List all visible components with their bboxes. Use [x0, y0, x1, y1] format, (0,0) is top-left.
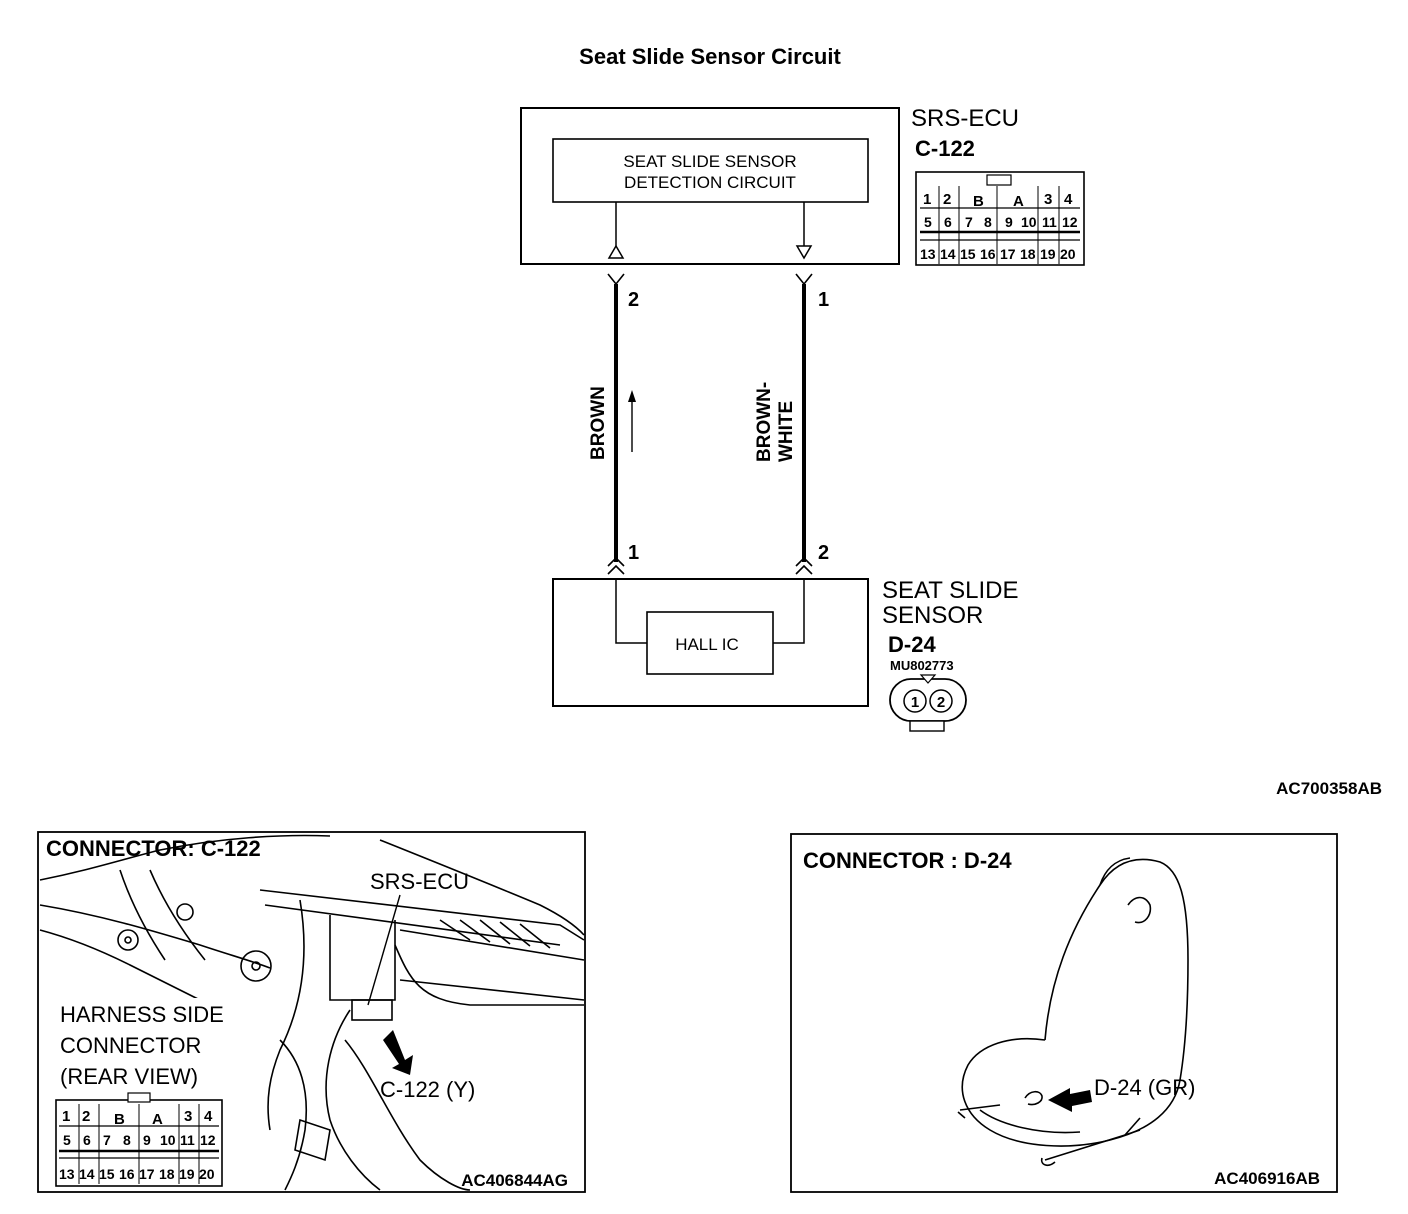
harness-pin-1: 1 [62, 1108, 70, 1125]
sensor-connector-id: D-24 [888, 632, 936, 657]
harness-pin-4: 4 [204, 1108, 213, 1125]
harness-pin-9: 9 [143, 1132, 151, 1148]
ecu-outline [520, 107, 900, 265]
pin-a: A [1013, 193, 1024, 210]
harness-pin-2: 2 [82, 1108, 90, 1125]
d24-pin-1: 1 [911, 694, 919, 711]
harness-pin-16: 16 [119, 1166, 135, 1182]
harness-pin-8: 8 [123, 1132, 131, 1148]
connector-arrow-icon [383, 1030, 413, 1075]
pin-20: 20 [1060, 246, 1076, 262]
panel-left-ecu-label: SRS-ECU [370, 869, 469, 894]
harness-pin-18: 18 [159, 1166, 175, 1182]
panel-right-connector-label: D-24 (GR) [1094, 1075, 1195, 1100]
right-bottom-pin-number: 2 [818, 542, 829, 564]
sensor-part-number: MU802773 [890, 658, 954, 673]
harness-label-line2: CONNECTOR [60, 1033, 201, 1058]
pin-2: 2 [943, 191, 951, 208]
harness-pin-5: 5 [63, 1132, 71, 1148]
harness-pin-12: 12 [200, 1132, 216, 1148]
ecu-leader-line [367, 894, 401, 1006]
pin-7: 7 [965, 214, 973, 230]
seat-illustration [957, 857, 1189, 1167]
panel-right-code: AC406916AB [1214, 1169, 1320, 1188]
harness-pin-10: 10 [160, 1132, 176, 1148]
harness-label-line1: HARNESS SIDE [60, 1002, 224, 1027]
right-top-pin-number: 1 [818, 289, 829, 311]
panel-left-connector-label: C-122 (Y) [380, 1077, 475, 1102]
srs-ecu-block: SEAT SLIDE SENSOR DETECTION CIRCUIT SRS-… [520, 105, 1019, 265]
pin-11: 11 [1042, 214, 1057, 230]
current-direction-arrow-icon [628, 390, 636, 402]
harness-pin-17: 17 [139, 1166, 155, 1182]
seat-slide-sensor-block: HALL IC SEAT SLIDE SENSOR D-24 MU802773 [552, 577, 1019, 707]
left-wire-color: BROWN [588, 386, 609, 460]
left-bottom-pin-number: 1 [628, 542, 639, 564]
pin-8: 8 [984, 214, 992, 230]
wire-right: 1 2 BROWN- WHITE [754, 273, 829, 575]
harness-pin-b: B [114, 1111, 125, 1128]
harness-pin-6: 6 [83, 1132, 91, 1148]
panel-left-title: CONNECTOR: C-122 [46, 836, 261, 861]
harness-pin-15: 15 [99, 1166, 115, 1182]
diagram-title: Seat Slide Sensor Circuit [579, 44, 841, 69]
pin-18: 18 [1020, 246, 1036, 262]
panel-c122-location: CONNECTOR: C-122 SRS-ECU HARNESS SIDE CO… [37, 831, 586, 1193]
harness-pin-13: 13 [59, 1166, 75, 1182]
harness-pin-a: A [152, 1111, 163, 1128]
pin-4: 4 [1064, 191, 1073, 208]
detection-circuit-line2: DETECTION CIRCUIT [624, 173, 796, 192]
sensor-outline [552, 578, 869, 707]
figure-code-main: AC700358AB [1276, 779, 1382, 798]
input-triangle-icon [607, 244, 625, 259]
panel-right-title: CONNECTOR : D-24 [803, 848, 1012, 873]
c122-connector-face: 1 2 B A 3 4 5 6 7 8 9 10 11 12 13 14 15 … [915, 171, 1085, 266]
pin-1: 1 [923, 191, 931, 208]
sensor-name-line1: SEAT SLIDE [882, 577, 1019, 604]
harness-pin-11: 11 [180, 1132, 195, 1148]
right-wire-color-line1: BROWN- [754, 382, 775, 462]
harness-pin-14: 14 [79, 1166, 95, 1182]
harness-pin-19: 19 [179, 1166, 195, 1182]
pin-19: 19 [1040, 246, 1056, 262]
harness-label-line3: (REAR VIEW) [60, 1064, 198, 1089]
ecu-name: SRS-ECU [911, 105, 1019, 132]
harness-pin-3: 3 [184, 1108, 192, 1125]
d24-connector-face: 1 2 [889, 674, 967, 732]
panel-left-code: AC406844AG [461, 1171, 568, 1190]
pin-14: 14 [940, 246, 956, 262]
pin-6: 6 [944, 214, 952, 230]
panel-d24-location: CONNECTOR : D-24 D-24 (GR) AC406916AB [790, 833, 1338, 1193]
pin-3: 3 [1044, 191, 1052, 208]
harness-pin-7: 7 [103, 1132, 111, 1148]
hall-ic-label: HALL IC [675, 635, 739, 654]
harness-pin-20: 20 [199, 1166, 215, 1182]
pin-15: 15 [960, 246, 976, 262]
pin-5: 5 [924, 214, 932, 230]
left-top-pin-number: 2 [628, 289, 639, 311]
pin-13: 13 [920, 246, 936, 262]
harness-side-connector-face: 1 2 B A 3 4 5 6 7 8 9 10 11 12 13 14 15 [55, 1092, 223, 1187]
sensor-name-line2: SENSOR [882, 602, 983, 629]
output-triangle-icon [795, 245, 813, 260]
detection-circuit-line1: SEAT SLIDE SENSOR [623, 152, 796, 171]
pin-17: 17 [1000, 246, 1016, 262]
d24-pin-2: 2 [937, 694, 945, 711]
pin-10: 10 [1021, 214, 1037, 230]
detection-circuit-box [552, 138, 869, 203]
pin-16: 16 [980, 246, 996, 262]
pin-12: 12 [1062, 214, 1078, 230]
d24-arrow-icon [1048, 1088, 1092, 1112]
pin-9: 9 [1005, 214, 1013, 230]
ecu-connector-id: C-122 [915, 136, 975, 161]
right-wire-color-line2: WHITE [776, 401, 797, 462]
pin-b: B [973, 193, 984, 210]
wire-left: 2 1 BROWN [588, 273, 639, 575]
dashboard-illustration [39, 834, 585, 1191]
